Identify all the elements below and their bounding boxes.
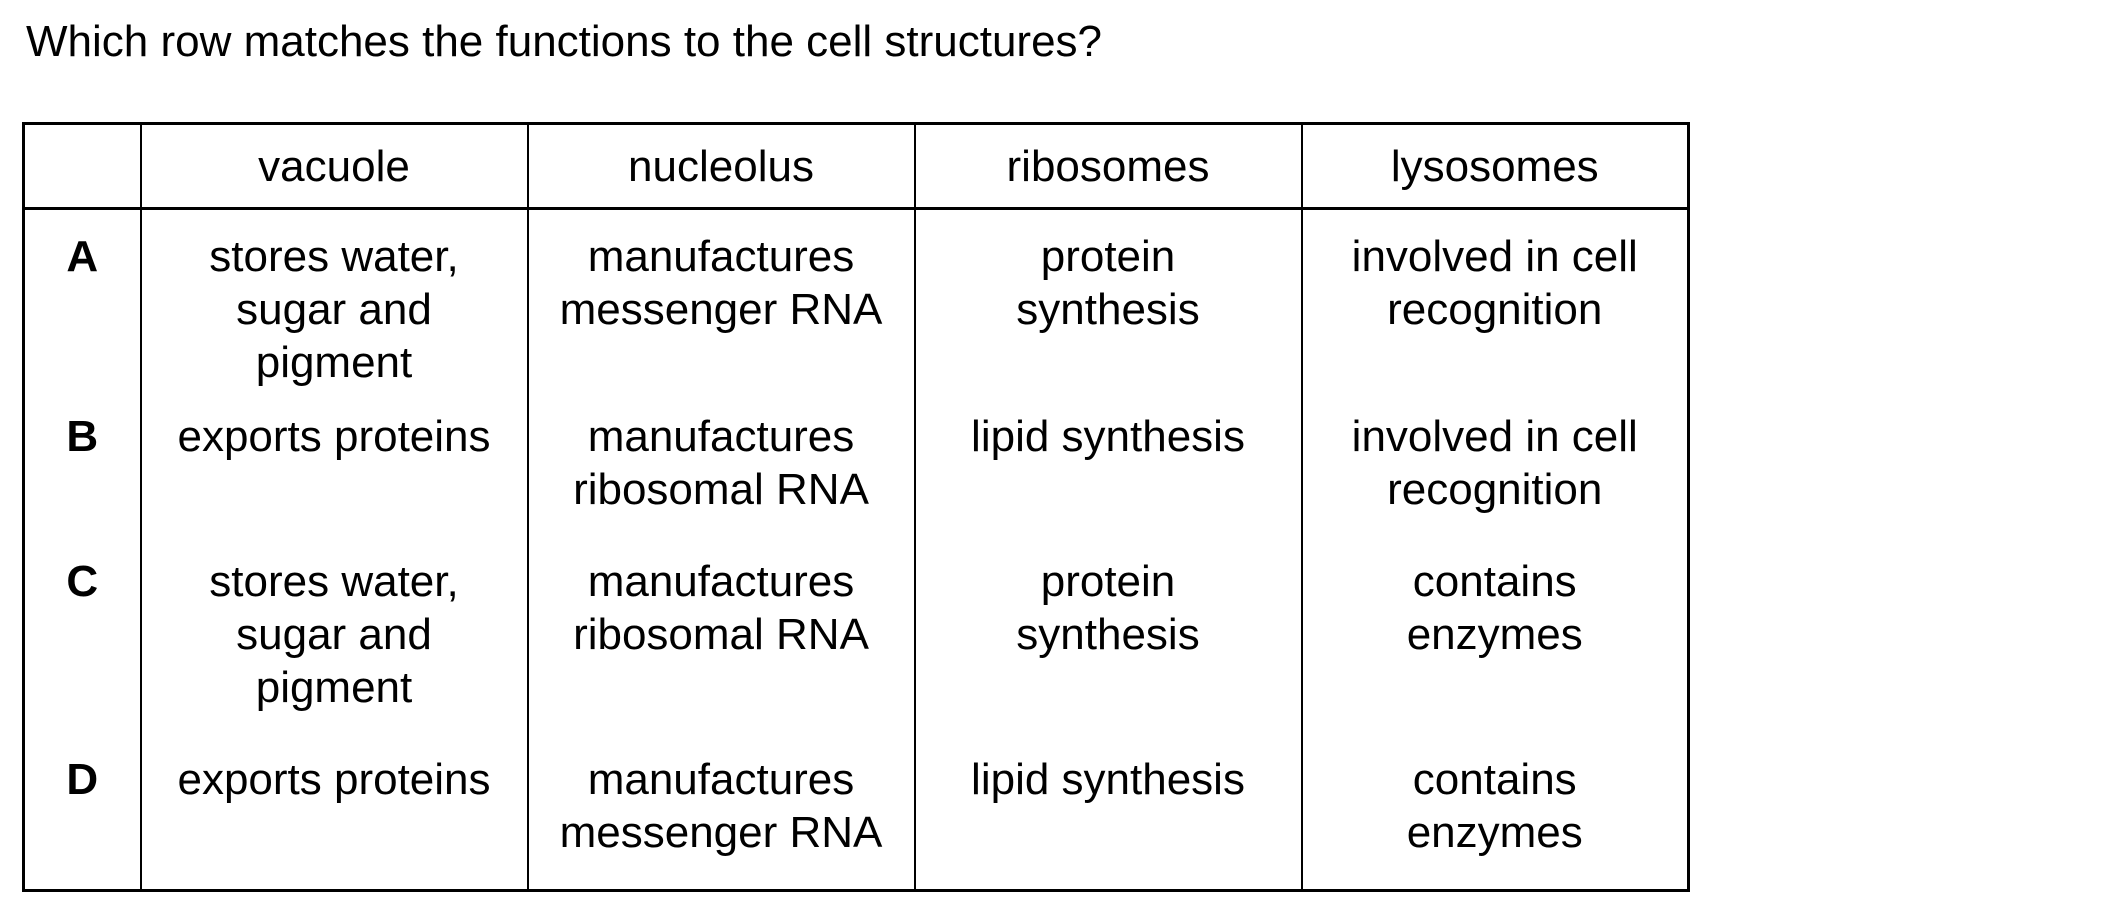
table-row-b: B exports proteins manufactures ribosoma… [22,410,1690,555]
table-cell-lysosomes: involved in cell recognition [1300,208,1690,410]
table-cell-ribosomes: protein synthesis [913,555,1303,753]
cell-text: lipid synthesis [971,412,1245,461]
table-cell-ribosomes: protein synthesis [913,208,1303,410]
cell-text: involved in cell recognition [1351,412,1638,514]
table-cell-vacuole: exports proteins [139,410,529,555]
header-row: vacuole nucleolus ribosomes lysosomes [22,123,1690,210]
cell-text: exports proteins [177,755,491,804]
table-cell-lysosomes: involved in cell recognition [1300,410,1690,555]
table-cell-lysosomes: contains enzymes [1300,753,1690,891]
table-row-c: C stores water, sugar and pigment manufa… [22,555,1690,753]
question-text: Which row matches the functions to the c… [26,17,1103,66]
cell-text: contains enzymes [1406,755,1583,857]
table-cell-nucleolus: manufactures messenger RNA [526,753,916,891]
cell-text: contains enzymes [1406,557,1583,659]
cell-text: involved in cell recognition [1351,232,1638,334]
table-cell-ribosomes: lipid synthesis [913,410,1303,555]
cell-text: manufactures ribosomal RNA [573,557,869,659]
cell-text: stores water, sugar and pigment [209,232,459,387]
table-cell-vacuole: stores water, sugar and pigment [139,555,529,753]
cell-text: manufactures ribosomal RNA [573,412,869,514]
cell-text: protein synthesis [1016,232,1200,334]
header-cell-lysosomes: lysosomes [1300,123,1690,210]
cell-text: protein synthesis [1016,557,1200,659]
cell-text: manufactures messenger RNA [559,232,883,334]
header-cell-blank [22,123,142,210]
table-row-a: A stores water, sugar and pigment manufa… [22,208,1690,410]
table-cell-nucleolus: manufactures ribosomal RNA [526,410,916,555]
table-row-d: D exports proteins manufactures messenge… [22,753,1690,891]
table-cell-vacuole: exports proteins [139,753,529,891]
table-cell-ribosomes: lipid synthesis [913,753,1303,891]
table-cell-nucleolus: manufactures messenger RNA [526,208,916,410]
table-cell-vacuole: stores water, sugar and pigment [139,208,529,410]
cell-text: stores water, sugar and pigment [209,557,459,712]
header-cell-vacuole: vacuole [139,123,529,210]
header-cell-nucleolus: nucleolus [526,123,916,210]
row-label: D [22,753,142,891]
header-cell-ribosomes: ribosomes [913,123,1303,210]
row-label: A [22,208,142,410]
cell-text: lipid synthesis [971,755,1245,804]
row-label: C [22,555,142,753]
table-cell-lysosomes: contains enzymes [1300,555,1690,753]
table-cell-nucleolus: manufactures ribosomal RNA [526,555,916,753]
answer-options-table: vacuole nucleolus ribosomes lysosomes A … [22,122,1690,892]
cell-text: exports proteins [177,412,491,461]
cell-text: manufactures messenger RNA [559,755,883,857]
row-label: B [22,410,142,555]
